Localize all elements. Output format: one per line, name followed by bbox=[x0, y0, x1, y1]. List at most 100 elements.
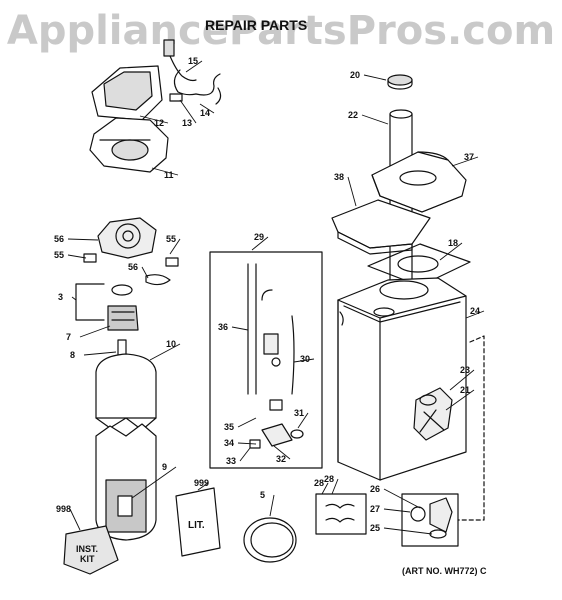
leader-line-c56a bbox=[67, 238, 99, 241]
callouts: 2022373818242321151413121156555556378109… bbox=[54, 56, 485, 535]
leader-line-c10 bbox=[149, 343, 181, 361]
leader-line-c22 bbox=[361, 114, 389, 125]
leader-line-c33 bbox=[239, 447, 251, 462]
part-overflow-fitting bbox=[413, 387, 453, 441]
callout-c38: 38 bbox=[334, 172, 344, 182]
leader-line-c5 bbox=[269, 494, 275, 517]
leader-line-c37 bbox=[451, 156, 479, 167]
dashed-connector bbox=[457, 335, 485, 521]
leader-line-c55b bbox=[169, 238, 181, 255]
callout-c32: 32 bbox=[276, 454, 286, 464]
leader-line-c28b bbox=[331, 478, 339, 495]
parts-box-28 bbox=[315, 493, 367, 535]
leader-line-c34 bbox=[237, 442, 257, 445]
leader-line-c31 bbox=[297, 412, 309, 429]
leader-line-c13 bbox=[179, 99, 197, 124]
leader-line-c23 bbox=[449, 369, 475, 391]
leader-line-c18 bbox=[439, 242, 463, 261]
callout-c36: 36 bbox=[218, 322, 228, 332]
callout-c23: 23 bbox=[460, 365, 470, 375]
callout-c999: 999 bbox=[194, 478, 209, 488]
leader-line-c56b bbox=[141, 266, 149, 279]
callout-c25: 25 bbox=[370, 523, 380, 533]
callout-c55b: 55 bbox=[166, 234, 176, 244]
callout-c998: 998 bbox=[56, 504, 71, 514]
part-literature bbox=[175, 487, 221, 557]
callout-c3: 3 bbox=[58, 292, 63, 302]
leader-line-c29 bbox=[251, 236, 269, 251]
callout-c21: 21 bbox=[460, 385, 470, 395]
part-salt-lid bbox=[371, 151, 467, 213]
callout-c13: 13 bbox=[182, 118, 192, 128]
leader-line-c14 bbox=[199, 103, 215, 114]
part-panel bbox=[331, 199, 431, 255]
leader-line-c20 bbox=[363, 74, 387, 81]
leader-line-c25 bbox=[383, 527, 433, 535]
part-bracket-3 bbox=[75, 283, 105, 321]
callout-c20: 20 bbox=[350, 70, 360, 80]
callout-c14: 14 bbox=[200, 108, 210, 118]
callout-c28b: 28 bbox=[324, 474, 334, 484]
callout-c9: 9 bbox=[162, 462, 167, 472]
part-control-housing bbox=[89, 117, 169, 173]
callout-c37: 37 bbox=[464, 152, 474, 162]
callout-c30: 30 bbox=[300, 354, 310, 364]
parts-box-29 bbox=[209, 251, 323, 469]
callout-c18: 18 bbox=[448, 238, 458, 248]
leader-line-c9 bbox=[131, 466, 177, 499]
part-cap bbox=[387, 74, 413, 90]
leader-line-c3 bbox=[71, 296, 77, 301]
part-valve-body bbox=[107, 284, 139, 331]
leader-line-c26 bbox=[383, 488, 421, 509]
callout-c22: 22 bbox=[348, 110, 358, 120]
part-tubing-coil bbox=[243, 517, 297, 563]
callout-c10: 10 bbox=[166, 339, 176, 349]
diagram-title: REPAIR PARTS bbox=[205, 17, 308, 33]
part-clips bbox=[325, 503, 355, 523]
part-cabinet bbox=[337, 277, 467, 481]
leader-line-c35 bbox=[237, 417, 257, 428]
leader-line-c36 bbox=[231, 326, 249, 331]
leader-line-c21 bbox=[445, 389, 475, 411]
leader-line-c999 bbox=[197, 482, 209, 491]
leader-line-c15 bbox=[185, 60, 203, 73]
leader-line-c32 bbox=[273, 445, 291, 460]
callout-c28a: 28 bbox=[314, 478, 324, 488]
callout-c29: 29 bbox=[254, 232, 264, 242]
callout-c27: 27 bbox=[370, 504, 380, 514]
leader-line-c998 bbox=[69, 508, 81, 531]
art-number: (ART NO. WH772) C bbox=[402, 566, 487, 576]
leader-line-c24 bbox=[465, 310, 485, 319]
inst-label-line2: KIT bbox=[80, 554, 95, 564]
part-brine-valve bbox=[247, 263, 304, 449]
leader-line-c11 bbox=[151, 167, 179, 176]
callout-c11: 11 bbox=[164, 170, 174, 180]
callout-c5: 5 bbox=[260, 490, 265, 500]
leader-line-c8 bbox=[83, 351, 117, 356]
callout-c56b: 56 bbox=[128, 262, 138, 272]
callout-c24: 24 bbox=[470, 306, 480, 316]
callout-c26: 26 bbox=[370, 484, 380, 494]
callout-c34: 34 bbox=[224, 438, 234, 448]
callout-c7: 7 bbox=[66, 332, 71, 342]
part-install-kit bbox=[63, 525, 119, 575]
callout-c15: 15 bbox=[188, 56, 198, 66]
part-motor-assembly bbox=[83, 217, 179, 286]
leader-line-c30 bbox=[293, 358, 315, 363]
leader-line-c7 bbox=[79, 325, 111, 338]
lit-label: LIT. bbox=[188, 520, 205, 531]
callout-c31: 31 bbox=[294, 408, 304, 418]
part-resin-tank bbox=[95, 353, 157, 541]
leader-line-c38 bbox=[347, 176, 357, 207]
part-control-bezel bbox=[91, 65, 163, 121]
part-bypass-elbow bbox=[410, 497, 453, 539]
leader-line-c55a bbox=[67, 254, 87, 259]
callout-c55a: 55 bbox=[54, 250, 64, 260]
inst-label-line1: INST. bbox=[76, 544, 98, 554]
callout-c33: 33 bbox=[226, 456, 236, 466]
leader-line-c28a bbox=[321, 482, 329, 495]
part-transformer-cord bbox=[163, 39, 222, 105]
callout-c8: 8 bbox=[70, 350, 75, 360]
leader-line-c27 bbox=[383, 508, 411, 513]
